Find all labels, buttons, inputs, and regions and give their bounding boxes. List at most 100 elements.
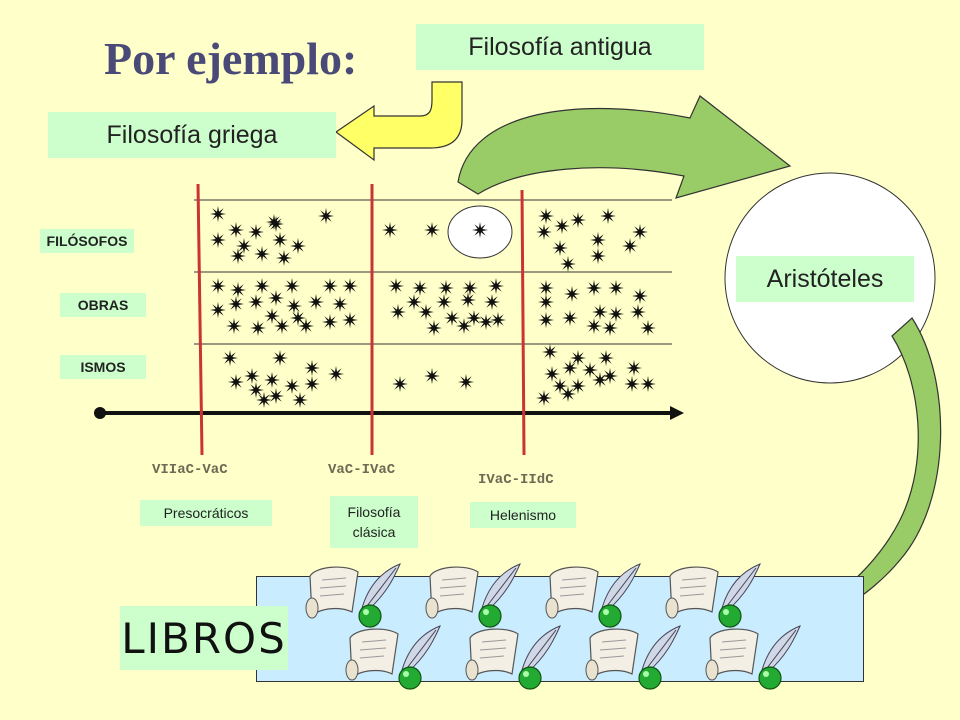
star-burst-icon xyxy=(456,318,472,334)
star-burst-icon xyxy=(592,372,608,388)
period-clasica-line2: clásica xyxy=(352,524,396,540)
star-burst-icon xyxy=(564,286,580,302)
star-burst-icon xyxy=(622,238,638,254)
star-burst-icon xyxy=(276,250,292,266)
star-burst-icon xyxy=(308,294,324,310)
star-burst-icon xyxy=(230,248,246,264)
star-burst-icon xyxy=(272,232,288,248)
star-burst-icon xyxy=(598,350,614,366)
star-burst-icon xyxy=(436,294,452,310)
star-burst-icon xyxy=(266,214,282,230)
star-burst-icon xyxy=(210,302,226,318)
star-burst-icon xyxy=(608,306,624,322)
star-burst-icon xyxy=(290,238,306,254)
star-markers xyxy=(210,206,656,408)
star-burst-icon xyxy=(424,368,440,384)
star-burst-icon xyxy=(264,308,280,324)
star-burst-icon xyxy=(284,278,300,294)
star-burst-icon xyxy=(560,386,576,402)
star-burst-icon xyxy=(268,290,284,306)
star-burst-icon xyxy=(210,278,226,294)
star-burst-icon xyxy=(630,304,646,320)
star-burst-icon xyxy=(228,222,244,238)
big-curved-arrow-icon xyxy=(457,95,792,199)
star-burst-icon xyxy=(222,350,238,366)
star-burst-icon xyxy=(562,360,578,376)
star-burst-icon xyxy=(248,294,264,310)
star-burst-icon xyxy=(544,366,560,382)
star-burst-icon xyxy=(538,312,554,328)
star-burst-icon xyxy=(272,350,288,366)
star-burst-icon xyxy=(254,278,270,294)
star-burst-icon xyxy=(562,310,578,326)
period-clasica-line1: Filosofía xyxy=(347,504,401,520)
star-burst-icon xyxy=(424,222,440,238)
star-burst-icon xyxy=(406,294,422,310)
star-burst-icon xyxy=(438,280,454,296)
star-burst-icon xyxy=(230,282,246,298)
star-burst-icon xyxy=(248,382,264,398)
star-burst-icon xyxy=(590,232,606,248)
star-burst-icon xyxy=(472,222,488,238)
star-burst-icon xyxy=(322,278,338,294)
star-burst-icon xyxy=(570,350,586,366)
star-burst-icon xyxy=(626,360,642,376)
star-burst-icon xyxy=(292,392,308,408)
star-burst-icon xyxy=(248,224,264,240)
star-burst-icon xyxy=(542,344,558,360)
star-burst-icon xyxy=(274,318,290,334)
star-burst-icon xyxy=(318,208,334,224)
aristoteles-box: Aristóteles xyxy=(736,256,914,302)
star-burst-icon xyxy=(322,314,338,330)
era-label-3: IVaC-IIdC xyxy=(478,472,554,488)
star-burst-icon xyxy=(328,366,344,382)
filosofia-griega-box: Filosofía griega xyxy=(48,112,336,158)
star-burst-icon xyxy=(332,296,348,312)
row-label-ismos: ISMOS xyxy=(60,355,146,379)
star-burst-icon xyxy=(412,280,428,296)
star-burst-icon xyxy=(624,376,640,392)
period-helenismo: Helenismo xyxy=(470,502,576,528)
star-burst-icon xyxy=(582,362,598,378)
star-burst-icon xyxy=(244,368,260,384)
star-burst-icon xyxy=(586,280,602,296)
star-burst-icon xyxy=(536,224,552,240)
star-burst-icon xyxy=(250,320,266,336)
star-burst-icon xyxy=(570,378,586,394)
page-title: Por ejemplo: xyxy=(104,33,358,84)
libros-label: LIBROS xyxy=(120,606,288,670)
star-burst-icon xyxy=(382,222,398,238)
small-curved-arrow-icon xyxy=(334,81,463,162)
star-burst-icon xyxy=(460,292,476,308)
star-burst-icon xyxy=(304,376,320,392)
star-burst-icon xyxy=(236,238,252,254)
star-burst-icon xyxy=(640,320,656,336)
era-label-2: VaC-IVaC xyxy=(328,462,396,478)
star-burst-icon xyxy=(592,304,608,320)
star-burst-icon xyxy=(304,360,320,376)
star-burst-icon xyxy=(286,298,302,314)
star-burst-icon xyxy=(256,392,272,408)
star-burst-icon xyxy=(608,280,624,296)
star-burst-icon xyxy=(228,296,244,312)
row-label-filosofos: FILÓSOFOS xyxy=(40,229,134,253)
star-burst-icon xyxy=(226,318,242,334)
star-burst-icon xyxy=(554,218,570,234)
star-burst-icon xyxy=(466,310,482,326)
star-burst-icon xyxy=(418,304,434,320)
star-burst-icon xyxy=(484,294,500,310)
star-burst-icon xyxy=(490,312,506,328)
libros-panel xyxy=(256,576,864,682)
star-burst-icon xyxy=(290,310,306,326)
star-burst-icon xyxy=(210,206,226,222)
period-presocraticos: Presocráticos xyxy=(140,500,272,526)
star-burst-icon xyxy=(210,232,226,248)
star-burst-icon xyxy=(632,224,648,240)
star-burst-icon xyxy=(478,314,494,330)
star-burst-icon xyxy=(488,278,504,294)
star-burst-icon xyxy=(342,278,358,294)
star-burst-icon xyxy=(640,376,656,392)
star-burst-icon xyxy=(390,304,406,320)
star-burst-icon xyxy=(586,318,602,334)
period-filosofia-clasica: Filosofía clásica xyxy=(330,496,418,548)
